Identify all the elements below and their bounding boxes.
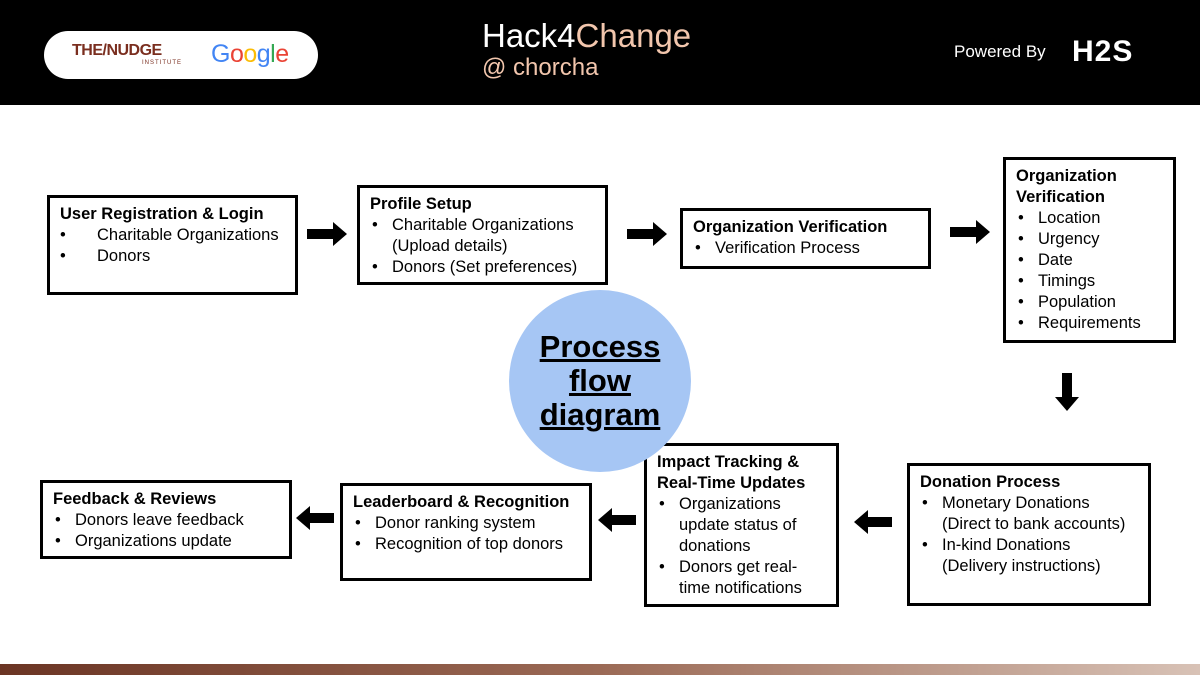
step-item: Organizations update [53, 531, 279, 552]
step-item: Donors (Set preferences) [370, 257, 595, 278]
step-item: Requirements [1016, 313, 1163, 334]
step-title: Donation Process [920, 473, 1061, 491]
step-item: Timings [1016, 271, 1163, 292]
step-item: Monetary Donations (Direct to bank accou… [920, 493, 1138, 535]
header-band: THE/NUDGE INSTITUTE Google Hack4Change @… [0, 0, 1200, 105]
event-subtitle: @ chorcha [482, 54, 599, 81]
arrow-right-icon [307, 222, 347, 246]
step-item: Donors get real-time notifications [657, 557, 826, 599]
h2s-logo: H2S [1072, 35, 1134, 68]
step-title: Profile Setup [370, 195, 472, 213]
step-item: Donors leave feedback [53, 510, 279, 531]
step-item: Donor ranking system [353, 513, 579, 534]
step-item: Location [1016, 208, 1163, 229]
step-item: In-kind Donations (Delivery instructions… [920, 535, 1138, 577]
partner-logos: THE/NUDGE INSTITUTE Google [44, 31, 318, 79]
arrow-left-icon [296, 506, 334, 530]
event-title-main: Hack4 [482, 17, 576, 54]
step-title: Leaderboard & Recognition [353, 493, 570, 511]
event-title-accent: Change [575, 17, 692, 54]
step-organization-verification: Organization Verification Verification P… [680, 208, 931, 269]
step-item: Population [1016, 292, 1163, 313]
arrow-right-icon [627, 222, 667, 246]
step-item: Donors [60, 246, 285, 267]
nudge-logo: THE/NUDGE [72, 42, 162, 59]
step-title: Organization Verification [1016, 167, 1117, 206]
step-organization-verification-details: Organization Verification Location Urgen… [1003, 157, 1176, 343]
step-title: Impact Tracking & Real-Time Updates [657, 453, 806, 492]
step-feedback-reviews: Feedback & Reviews Donors leave feedback… [40, 480, 292, 559]
step-item: Verification Process [693, 238, 918, 259]
step-donation-process: Donation Process Monetary Donations (Dir… [907, 463, 1151, 606]
step-title: Feedback & Reviews [53, 490, 217, 508]
arrow-down-icon [1055, 373, 1079, 411]
step-title: Organization Verification [693, 218, 888, 236]
process-flow-circle: Process flow diagram [509, 290, 691, 472]
step-title: User Registration & Login [60, 205, 264, 223]
arrow-left-icon [854, 510, 892, 534]
step-item: Organizations update status of donations [657, 494, 826, 557]
step-item: Date [1016, 250, 1163, 271]
step-item: Recognition of top donors [353, 534, 579, 555]
step-item: Charitable Organizations (Upload details… [370, 215, 595, 257]
arrow-right-icon [950, 220, 990, 244]
step-item: Charitable Organizations [60, 225, 285, 246]
nudge-logo-sub: INSTITUTE [142, 60, 182, 66]
powered-by-label: Powered By [954, 42, 1046, 61]
footer-gradient-bar [0, 664, 1200, 675]
center-label: Process flow diagram [539, 329, 661, 432]
step-profile-setup: Profile Setup Charitable Organizations (… [357, 185, 608, 285]
google-logo: Google [211, 40, 289, 68]
step-item: Urgency [1016, 229, 1163, 250]
event-title: Hack4Change [482, 18, 691, 54]
step-impact-tracking: Impact Tracking & Real-Time Updates Orga… [644, 443, 839, 607]
arrow-left-icon [598, 508, 636, 532]
step-user-registration: User Registration & Login Charitable Org… [47, 195, 298, 295]
step-leaderboard: Leaderboard & Recognition Donor ranking … [340, 483, 592, 581]
